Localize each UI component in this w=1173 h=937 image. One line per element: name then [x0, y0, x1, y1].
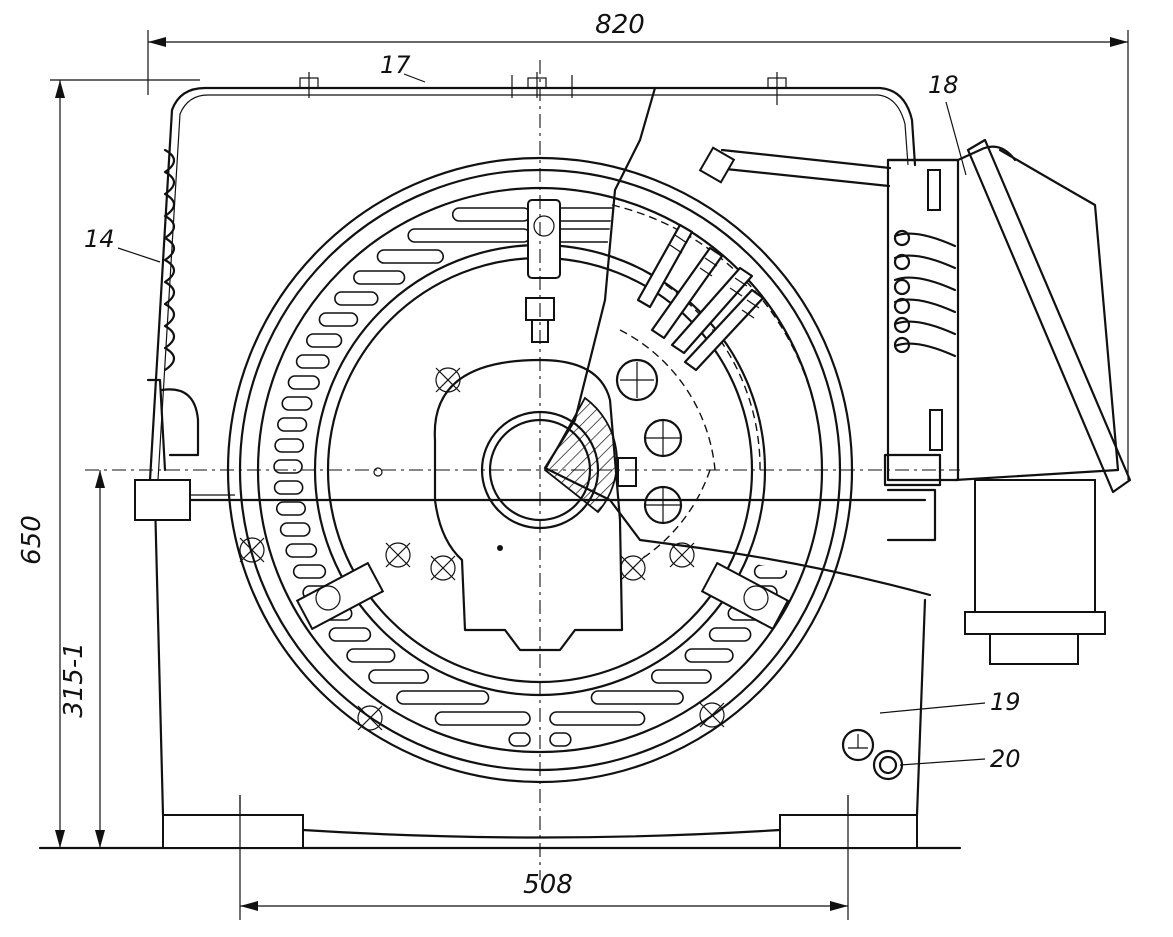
dimension-shaft-height: 315-1 — [59, 470, 105, 848]
vent-slot — [318, 312, 359, 327]
vent-slot — [773, 501, 805, 516]
vent-slot — [760, 375, 793, 390]
vent-slot — [279, 522, 311, 537]
callout-17: 17 — [380, 51, 411, 79]
vent-slot — [346, 648, 396, 663]
callout-18: 18 — [928, 71, 959, 99]
vent-slot — [549, 732, 572, 747]
vent-slot — [451, 207, 531, 222]
terminal-box-18 — [883, 138, 1132, 665]
vent-slot — [508, 732, 531, 747]
vent-slot — [328, 627, 372, 642]
vent-slot — [274, 438, 305, 453]
centre-lines — [85, 60, 960, 880]
vent-slot — [295, 354, 330, 369]
vent-slot — [273, 480, 304, 495]
dimension-shaft-height-label: 315-1 — [59, 642, 89, 718]
callout-leaders — [117, 73, 986, 766]
vent-slot — [368, 669, 430, 684]
vent-slot — [708, 627, 752, 642]
vent-slot — [549, 711, 646, 726]
dimension-overall-height: 650 — [17, 79, 200, 848]
vent-slot — [777, 459, 807, 474]
vent-slot — [762, 543, 795, 558]
earth-terminal-20 — [841, 728, 904, 781]
callout-19: 19 — [990, 688, 1021, 716]
vent-slot — [292, 564, 327, 579]
vent-slot — [285, 543, 318, 558]
dimension-overall-width: 820 — [147, 10, 1129, 480]
vent-slot — [376, 249, 445, 264]
vent-slot — [396, 690, 490, 705]
vent-slot — [281, 396, 313, 411]
vent-slot — [769, 522, 801, 537]
vent-slot — [753, 564, 788, 579]
vent-slot — [590, 690, 684, 705]
vent-slot — [737, 333, 774, 348]
vent-slot — [767, 396, 799, 411]
callout-20: 20 — [990, 745, 1021, 773]
vent-slot — [684, 648, 734, 663]
vent-slot — [776, 480, 807, 495]
vent-slot — [334, 291, 379, 306]
dimension-overall-height-label: 650 — [17, 515, 47, 565]
vent-slot — [407, 228, 531, 243]
vent-slot — [275, 501, 307, 516]
vent-slot — [306, 333, 343, 348]
vent-slot — [434, 711, 531, 726]
vent-slot — [273, 459, 303, 474]
vent-slot — [775, 438, 806, 453]
dimension-foot-spacing-label: 508 — [523, 870, 573, 900]
cutaway-section — [543, 86, 932, 597]
left-cooling-coil-14 — [134, 148, 235, 521]
motor-feet — [38, 814, 962, 850]
vent-slot — [277, 417, 308, 432]
dimension-overall-width-label: 820 — [595, 10, 645, 40]
cover-17 — [148, 72, 917, 482]
callout-14: 14 — [84, 225, 115, 253]
vent-slot — [750, 354, 785, 369]
dimension-foot-spacing: 508 — [239, 795, 849, 920]
vent-slot — [549, 207, 629, 222]
vent-slot — [650, 669, 712, 684]
vent-slot — [353, 270, 406, 285]
vent-slot — [772, 417, 803, 432]
vent-slot — [287, 375, 320, 390]
